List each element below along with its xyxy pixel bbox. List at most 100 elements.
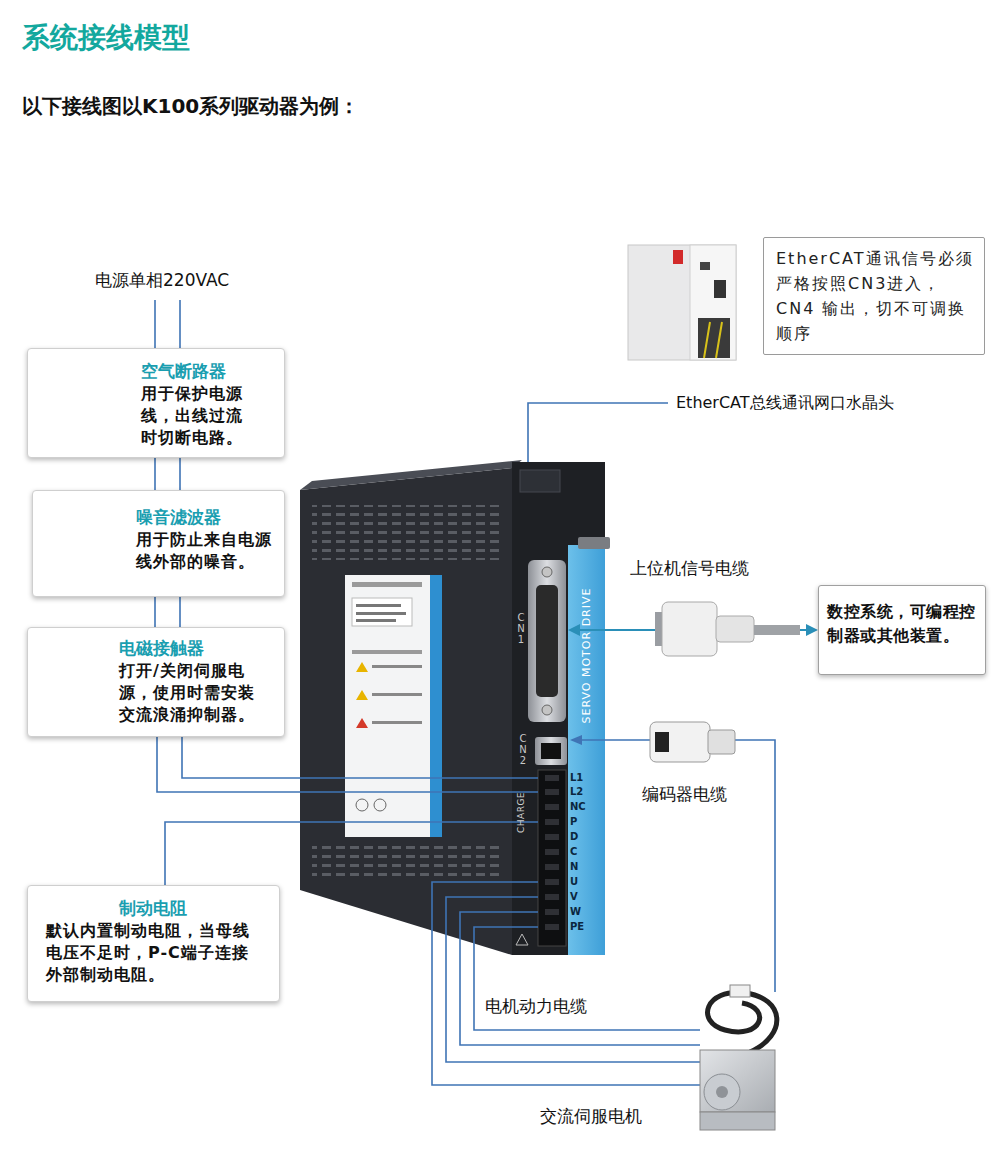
warning-sign — [356, 718, 368, 728]
contactor-box: 电磁接触器打开/关闭伺服电源，使用时需安装交流浪涌抑制器。 — [27, 627, 285, 737]
cert-mark — [374, 799, 386, 811]
servo-drive — [300, 460, 610, 955]
pin-name: L1 — [570, 772, 583, 784]
port — [700, 262, 710, 270]
cable-label: 上位机信号电缆 — [630, 556, 749, 580]
brake-resistor-box: 制动电阻默认内置制动电阻，当母线电压不足时，P-C端子连接外部制动电阻。 — [27, 885, 280, 1002]
controller-front — [690, 245, 736, 360]
cn1-connector — [528, 560, 566, 722]
ethercat-controller — [628, 245, 736, 360]
sticker-line — [356, 612, 406, 615]
terminal-block — [538, 770, 566, 946]
warning-sign — [356, 690, 368, 700]
servo-motor — [700, 985, 777, 1130]
terminal-slot — [545, 834, 559, 840]
terminal-slot — [545, 909, 559, 915]
terminal-slot — [545, 789, 559, 795]
blue-strip — [568, 545, 605, 955]
warning-sign — [356, 662, 368, 672]
box-heading: 噪音滤波器 — [136, 505, 278, 529]
slot — [698, 318, 730, 358]
cable-label: 电机动力电缆 — [485, 994, 587, 1018]
box-text: 用于保护电源线，出线过流时切断电路。 — [141, 383, 253, 449]
pin-name: W — [570, 906, 581, 918]
terminal-slot — [545, 804, 559, 810]
pin-name: P — [570, 816, 577, 828]
arrow-head — [568, 624, 580, 636]
controller-body — [628, 245, 736, 360]
motor-label: 交流伺服电机 — [540, 1104, 642, 1128]
sticker-line — [352, 650, 422, 654]
pin-name: L2 — [570, 786, 583, 798]
encoder-plug — [650, 722, 710, 762]
pin-name: PE — [570, 921, 584, 933]
brake-wire — [165, 822, 538, 885]
arrow-head — [570, 735, 582, 745]
pin-name: C — [570, 846, 577, 858]
latch — [578, 537, 610, 549]
screw — [542, 705, 552, 715]
power-wire — [155, 300, 180, 348]
box-text: EtherCAT通讯信号必须严格按照CN3进入，CN4 输出，切不可调换顺序 — [776, 246, 980, 346]
motor-cable — [708, 993, 777, 1052]
motor-power-wire — [432, 882, 700, 1085]
pin-name: NC — [570, 801, 586, 813]
page-title: 系统接线模型 — [22, 20, 190, 56]
subtitle: 以下接线图以K100系列驱动器为例： — [22, 92, 359, 120]
port — [714, 280, 726, 298]
motor-flange — [700, 1112, 775, 1130]
box-heading: 制动电阻 — [46, 896, 260, 920]
vent-slots — [312, 845, 500, 881]
pin-name: U — [570, 876, 578, 888]
motor-face — [704, 1074, 740, 1110]
box-text: 用于防止来自电源线外部的噪音。 — [136, 529, 278, 573]
terminal-slot — [545, 775, 559, 781]
terminal-slot — [545, 894, 559, 900]
pin-name: N — [570, 861, 578, 873]
vent-slots — [312, 505, 500, 560]
signal-cable — [655, 602, 800, 656]
cn2-socket — [541, 743, 561, 759]
sticker-line — [356, 619, 396, 622]
breaker-box: 空气断路器用于保护电源线，出线过流时切断电路。 — [27, 348, 285, 458]
terminal-slot — [545, 864, 559, 870]
cn1-socket — [536, 585, 558, 697]
encoder-wire — [580, 740, 775, 992]
cable — [754, 625, 800, 635]
spec-sticker — [345, 575, 442, 837]
logo — [673, 250, 683, 264]
cable-label: 编码器电缆 — [642, 782, 727, 806]
plug-face — [655, 732, 669, 752]
sticker-line — [372, 693, 422, 696]
port-name: CN1 — [516, 612, 526, 645]
cn2-connector — [535, 737, 567, 765]
strain-relief — [708, 730, 735, 754]
warning-sign — [516, 934, 528, 945]
pin-name: V — [570, 891, 578, 903]
filter-box: 噪音滤波器用于防止来自电源线外部的噪音。 — [32, 490, 285, 597]
box-heading: 电磁接触器 — [119, 636, 261, 660]
terminal-slot — [545, 849, 559, 855]
sticker-line — [372, 721, 422, 724]
sticker-line — [372, 665, 422, 668]
power-wire — [157, 737, 538, 792]
sticker-stripe — [430, 575, 442, 837]
wire-hint — [704, 322, 722, 358]
terminal-slot — [545, 879, 559, 885]
encoder-cable — [650, 722, 735, 762]
cable-hood — [662, 602, 717, 656]
terminal-slot — [545, 819, 559, 825]
screw — [542, 567, 552, 577]
drive-top-edge — [300, 460, 522, 490]
arrow-head — [806, 624, 818, 636]
sticker-panel — [352, 598, 412, 626]
drive-front — [512, 462, 605, 955]
strain-relief — [716, 616, 754, 642]
port-name: CN2 — [518, 733, 528, 766]
note-box: EtherCAT通讯信号必须严格按照CN3进入，CN4 输出，切不可调换顺序 — [763, 237, 985, 355]
motor-shaft — [716, 1086, 728, 1098]
pin-name: D — [570, 831, 578, 843]
charge-mark: CHARGE — [516, 791, 527, 832]
motor-body — [700, 1050, 775, 1112]
